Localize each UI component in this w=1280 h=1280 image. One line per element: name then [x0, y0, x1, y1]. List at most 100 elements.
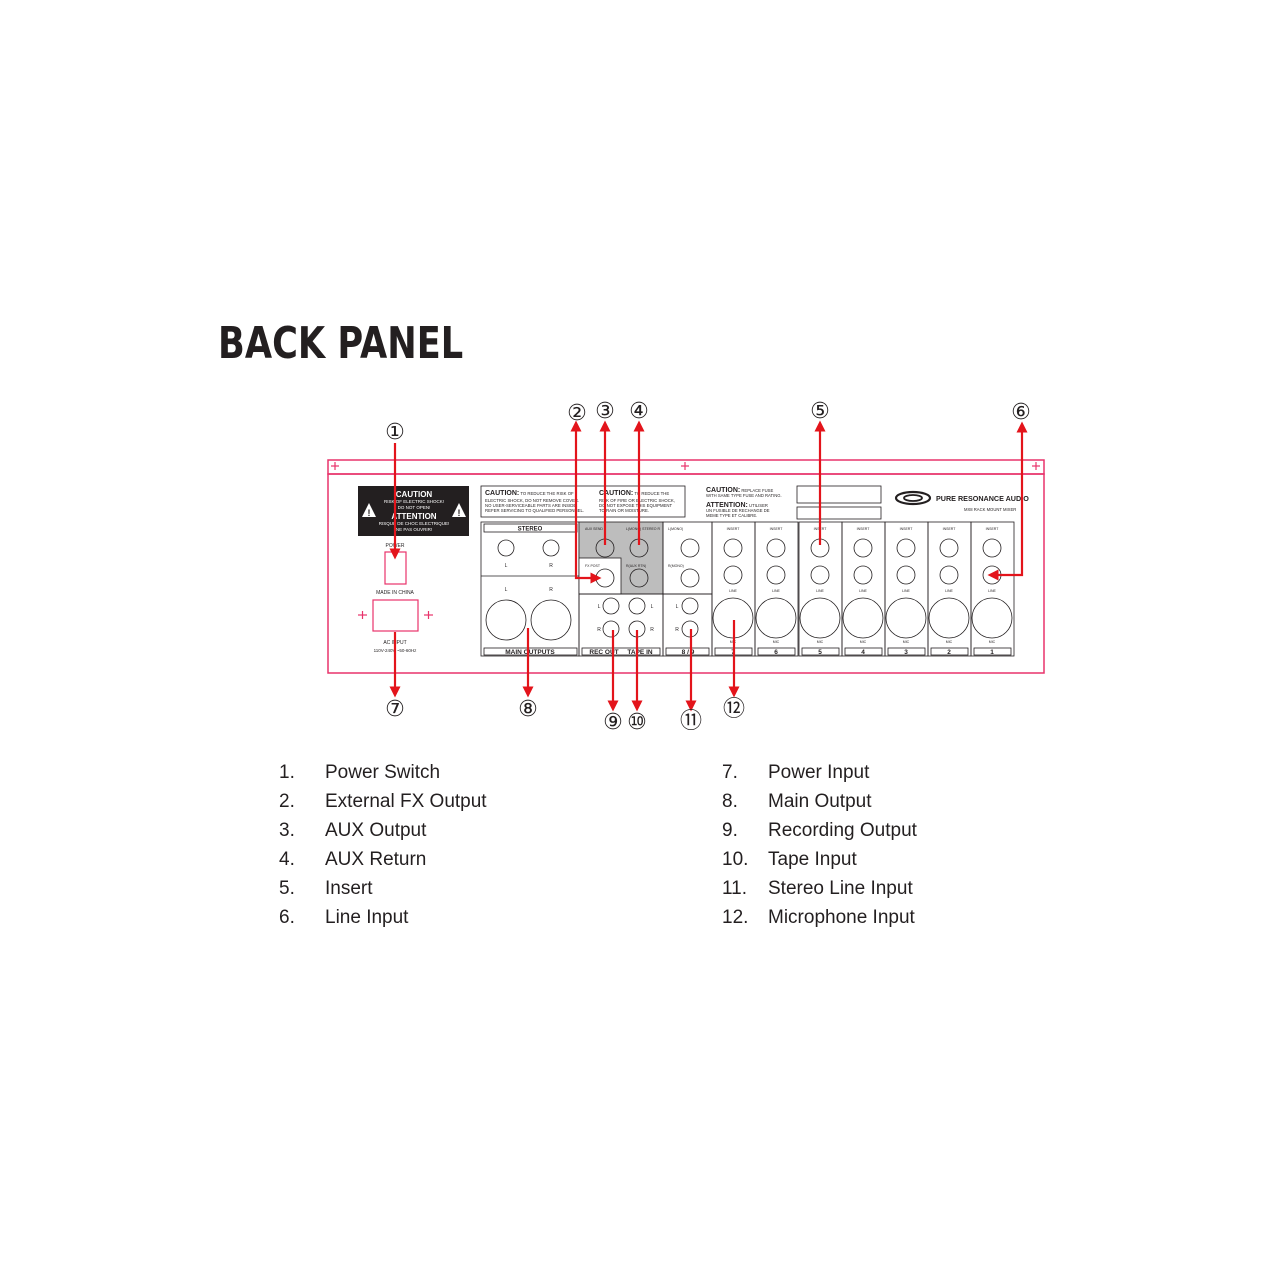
fuse-attention-line0: UTILISER [748, 503, 768, 508]
legend-number: 12. [722, 907, 749, 928]
callout-1: ① [385, 420, 405, 445]
main-outputs-label: MAIN OUTPUTS [505, 649, 555, 656]
fuse-attention-head: ATTENTION: [706, 502, 748, 509]
aux-section: AUX SEND L(MONO) STEREO R FX POST R(AUX … [578, 521, 664, 595]
callout-5: ⑤ [810, 399, 830, 424]
line-label: LINE [816, 589, 824, 593]
insert-label: INSERT [943, 527, 957, 531]
svg-text:CAUTION: TO REDUCE THE RISK OF: CAUTION: TO REDUCE THE RISK OF [485, 490, 574, 497]
mic-xlr-jack [928, 597, 970, 639]
main-xlr-l-label: L [505, 587, 508, 593]
insert-jack [723, 538, 743, 558]
legend-label: Microphone Input [768, 907, 915, 928]
channel-number: 2 [947, 649, 951, 656]
brand-name: PURE RESONANCE AUDIO [936, 494, 1029, 503]
tape-r-label: R [650, 627, 654, 633]
fuse-attention-line1: UN FUSIBLE DE RECHANGE DE [706, 508, 770, 513]
line-jack [896, 565, 916, 585]
legend-label: AUX Output [325, 820, 427, 841]
brand-logo: PURE RESONANCE AUDIO MX8 RACK MOUNT MIXE… [894, 490, 1029, 512]
rec-out-label: REC OUT [589, 649, 618, 656]
warning2-line0: TO REDUCE THE [633, 491, 669, 496]
warning2-line1: RISK OF FIRE OR ELECTRIC SHOCK, [599, 498, 675, 503]
legend-label: Recording Output [768, 820, 917, 841]
callout-10: ⑩ [627, 710, 647, 735]
insert-jack [982, 538, 1002, 558]
svg-text:ATTENTION: UTILISER: ATTENTION: UTILISER [706, 502, 768, 509]
channel-strips: INSERTLINEMIC7INSERTLINEMIC6INSERTLINEMI… [711, 521, 1015, 657]
warning1-line3: REFER SERVICING TO QUALIFIED PERSONNEL. [485, 508, 584, 513]
aux-rtn-label: R(AUX RTN) [626, 564, 646, 568]
lmono-label: L(MONO) [668, 527, 683, 531]
callout-3: ③ [595, 399, 615, 424]
mic-xlr-jack [971, 597, 1013, 639]
warning1-line2: NO USER-SERVICEABLE PARTS ARE INSIDE. [485, 503, 577, 508]
ch89-label: 8 / 9 [682, 649, 695, 656]
insert-jack [766, 538, 786, 558]
callout-8: ⑧ [518, 697, 538, 722]
svg-text:CAUTION: REPLACE FUSE: CAUTION: REPLACE FUSE [706, 487, 773, 494]
legend-label: AUX Return [325, 849, 427, 870]
fx-post-label: FX POST [585, 564, 601, 568]
svg-text:!: ! [458, 508, 461, 518]
main-l-label: L [505, 563, 508, 569]
channel-number: 6 [774, 649, 778, 656]
line-label: LINE [772, 589, 780, 593]
stereo-return-section [662, 521, 713, 595]
legend-label: Main Output [768, 791, 872, 812]
callout-numbers: ① ② ③ ④ ⑤ ⑥ ⑦ ⑧ ⑨ ⑩ ⑪ ⑫ [385, 399, 1031, 735]
callout-9: ⑨ [603, 710, 623, 735]
main-r-label: R [549, 563, 553, 569]
insert-jack [896, 538, 916, 558]
fuse-caution-line0: REPLACE FUSE [740, 488, 773, 493]
attention-sub1: RISQUE DE CHOC ELECTRIQUE! [379, 521, 450, 526]
line-label: LINE [902, 589, 910, 593]
arrow-6 [987, 421, 1028, 581]
callout-11: ⑪ [680, 709, 702, 734]
line-jack [766, 565, 786, 585]
rmono-label: R(MONO) [668, 564, 684, 568]
legend-number: 6. [279, 907, 295, 928]
insert-label: INSERT [727, 527, 741, 531]
insert-jack [939, 538, 959, 558]
warning2-head: CAUTION: [599, 490, 633, 497]
insert-label: INSERT [986, 527, 1000, 531]
mic-label: MIC [946, 640, 953, 644]
legend-label: Power Input [768, 762, 870, 783]
mic-xlr-jack [755, 597, 797, 639]
channel-number: 5 [818, 649, 822, 656]
mic-label: MIC [989, 640, 996, 644]
fuse-attention-line2: MEME TYPE ET CALIBRE. [706, 513, 757, 518]
svg-text:!: ! [368, 508, 371, 518]
legend-label: Line Input [325, 907, 409, 928]
arrow-2 [570, 420, 602, 584]
line-label: LINE [988, 589, 996, 593]
model-name: MX8 RACK MOUNT MIXER [964, 507, 1016, 512]
tape-l-label: L [651, 604, 654, 610]
mic-xlr-jack [799, 597, 841, 639]
rec-l-label: L [598, 604, 601, 610]
caution-text: CAUTION [396, 490, 433, 499]
channel-strip: INSERT LINE MIC 1 [970, 521, 1015, 657]
stereo-line-section [662, 593, 713, 657]
stereo-label: STEREO [518, 527, 543, 533]
line-jack [810, 565, 830, 585]
insert-label: INSERT [900, 527, 914, 531]
channel-number: 1 [990, 649, 994, 656]
legend-label: Power Switch [325, 762, 441, 783]
svg-text:CAUTION: TO REDUCE THE: CAUTION: TO REDUCE THE [599, 490, 669, 497]
insert-label: INSERT [770, 527, 784, 531]
legend-number: 1. [279, 762, 295, 783]
rack-outline [327, 459, 1045, 674]
attention-sub2: NE PAS OUVRIR! [396, 527, 432, 532]
aux-send-label: AUX SEND [585, 527, 603, 531]
made-in-label: MADE IN CHINA [376, 590, 414, 596]
fuse-caution-line1: WITH SAME TYPE FUSE AND RATING. [706, 493, 782, 498]
mic-label: MIC [817, 640, 824, 644]
power-switch [384, 551, 407, 585]
legend-number: 5. [279, 878, 295, 899]
legend-number: 10. [722, 849, 749, 870]
mic-xlr-jack [885, 597, 927, 639]
